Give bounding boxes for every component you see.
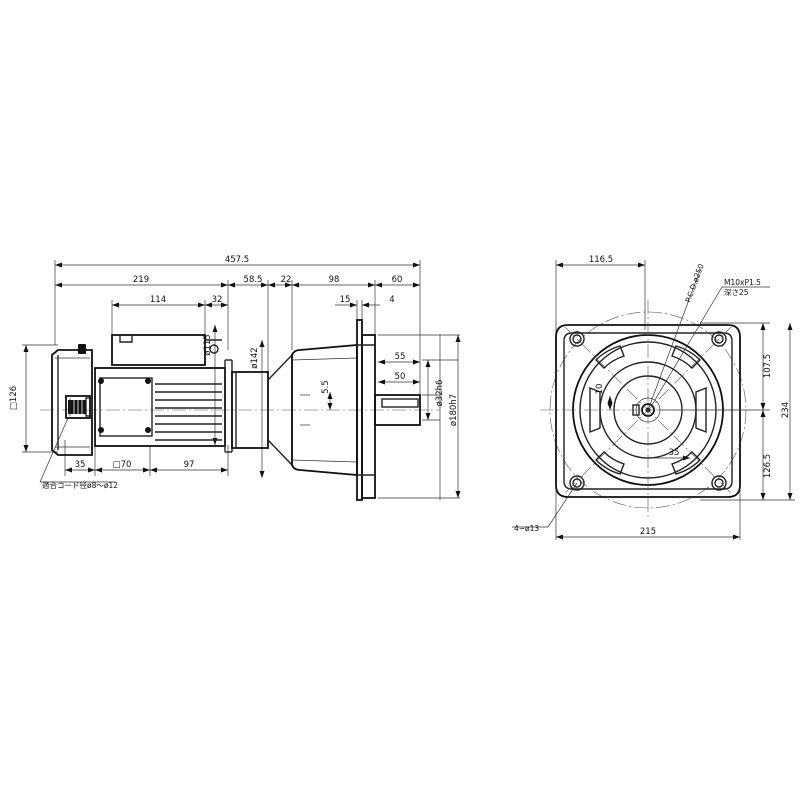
frame-square-label: □126 bbox=[9, 386, 19, 410]
gear-section-label: 58.5 bbox=[244, 275, 263, 285]
motor-fins bbox=[155, 383, 222, 441]
dim-flange-section: 98 bbox=[292, 275, 375, 288]
dim-box-to-flange: 97 bbox=[150, 460, 228, 473]
box-square-label: □70 bbox=[113, 460, 132, 470]
cable-note-text: 適合コード径ø8～ø12 bbox=[42, 480, 118, 490]
pcd-label: P.C.D.ø250 bbox=[683, 262, 705, 303]
spigot-dia-label: ø180h7 bbox=[449, 394, 459, 426]
dim-key-height: 5.5 bbox=[321, 380, 333, 410]
mount-hole bbox=[711, 475, 727, 491]
mount-hole bbox=[569, 475, 585, 491]
mount-hole bbox=[711, 331, 727, 347]
flange-step-label: 4 bbox=[389, 295, 394, 305]
dim-cable-to-box: 35 bbox=[65, 460, 95, 473]
dim-half-width: 116.5 bbox=[556, 255, 645, 268]
tap-depth-label: 深さ25 bbox=[724, 288, 749, 297]
total-width-label: 215 bbox=[640, 527, 656, 537]
dim-frame-square: □126 bbox=[9, 344, 58, 453]
dim-total-height: 234 bbox=[781, 323, 793, 500]
mount-holes-label: 4−ø13 bbox=[514, 524, 539, 533]
flange-section-label: 98 bbox=[329, 275, 340, 285]
end-extension-lines bbox=[555, 260, 795, 540]
motor-body bbox=[94, 359, 233, 453]
side-view: 457.5 219 58.5 22 98 60 114 32 bbox=[9, 255, 461, 501]
tap-leader: M10xP1.5 深さ25 bbox=[651, 278, 770, 406]
dim-flange-step: 4 bbox=[362, 295, 395, 308]
key-offset-label: 10 bbox=[595, 384, 605, 395]
dim-key-length: 55 bbox=[378, 352, 420, 365]
shaft-key-label: 50 bbox=[395, 372, 406, 382]
dim-shaft-height: 35 bbox=[648, 448, 690, 461]
dim-key-offset: 10 bbox=[595, 384, 613, 410]
total-height-label: 234 bbox=[781, 402, 791, 418]
dim-upper-height: 107.5 bbox=[760, 323, 773, 410]
shaft-dia-label: ø32h6 bbox=[435, 380, 445, 407]
flange-thickness-label: 15 bbox=[340, 295, 351, 305]
motor-dia-label: ø115 bbox=[203, 334, 213, 355]
dim-lower-height: 126.5 bbox=[760, 410, 773, 500]
flange-square bbox=[555, 324, 741, 498]
lower-height-label: 126.5 bbox=[763, 454, 773, 478]
key-height-label: 5.5 bbox=[321, 380, 331, 394]
shaft-height-label: 35 bbox=[669, 448, 680, 458]
dim-total-width: 215 bbox=[556, 527, 740, 540]
overall-length-label: 457.5 bbox=[225, 255, 249, 265]
dim-flange-thickness: 15 bbox=[335, 295, 370, 308]
dim-left-section: 219 bbox=[55, 275, 228, 288]
mount-holes bbox=[569, 331, 727, 491]
dim-shaft-key: 50 bbox=[378, 372, 420, 385]
terminal-box-length-label: 114 bbox=[150, 295, 166, 305]
left-section-label: 219 bbox=[133, 275, 149, 285]
dim-gear-dia: ø142 bbox=[250, 340, 265, 478]
dim-box-square: □70 bbox=[95, 460, 150, 473]
tap-label: M10xP1.5 bbox=[724, 278, 761, 287]
neck-label: 22 bbox=[281, 275, 292, 285]
upper-height-label: 107.5 bbox=[763, 354, 773, 378]
cable-to-box-label: 35 bbox=[75, 460, 86, 470]
motor-end-cap bbox=[51, 344, 93, 456]
dim-shaft-section: 60 bbox=[375, 275, 420, 288]
gear-housing bbox=[291, 344, 358, 476]
dim-terminal-box-length: 114 bbox=[112, 295, 205, 308]
box-to-flange-label: 97 bbox=[184, 460, 195, 470]
mount-hole-leader: 4−ø13 bbox=[512, 482, 578, 533]
dim-gear-section: 58.5 bbox=[228, 275, 268, 288]
dim-spigot-dia: ø180h7 bbox=[449, 335, 461, 498]
end-view: 116.5 215 107.5 126.5 234 bbox=[512, 255, 795, 540]
gear-dia-label: ø142 bbox=[250, 347, 260, 368]
half-width-label: 116.5 bbox=[589, 255, 613, 265]
cable-gland bbox=[65, 395, 93, 419]
output-shaft bbox=[374, 394, 421, 426]
mount-hole bbox=[569, 331, 585, 347]
dim-shaft-dia: ø32h6 bbox=[425, 360, 445, 420]
cable-note: 適合コード径ø8～ø12 bbox=[39, 417, 118, 490]
key-length-label: 55 bbox=[395, 352, 406, 362]
dim-overall-length: 457.5 bbox=[55, 255, 420, 268]
terminal-box-offset-label: 32 bbox=[212, 295, 223, 305]
terminal-box bbox=[111, 334, 222, 366]
dim-terminal-box-offset: 32 bbox=[205, 295, 228, 308]
shaft-section-label: 60 bbox=[392, 275, 403, 285]
dim-neck: 22 bbox=[268, 275, 292, 288]
